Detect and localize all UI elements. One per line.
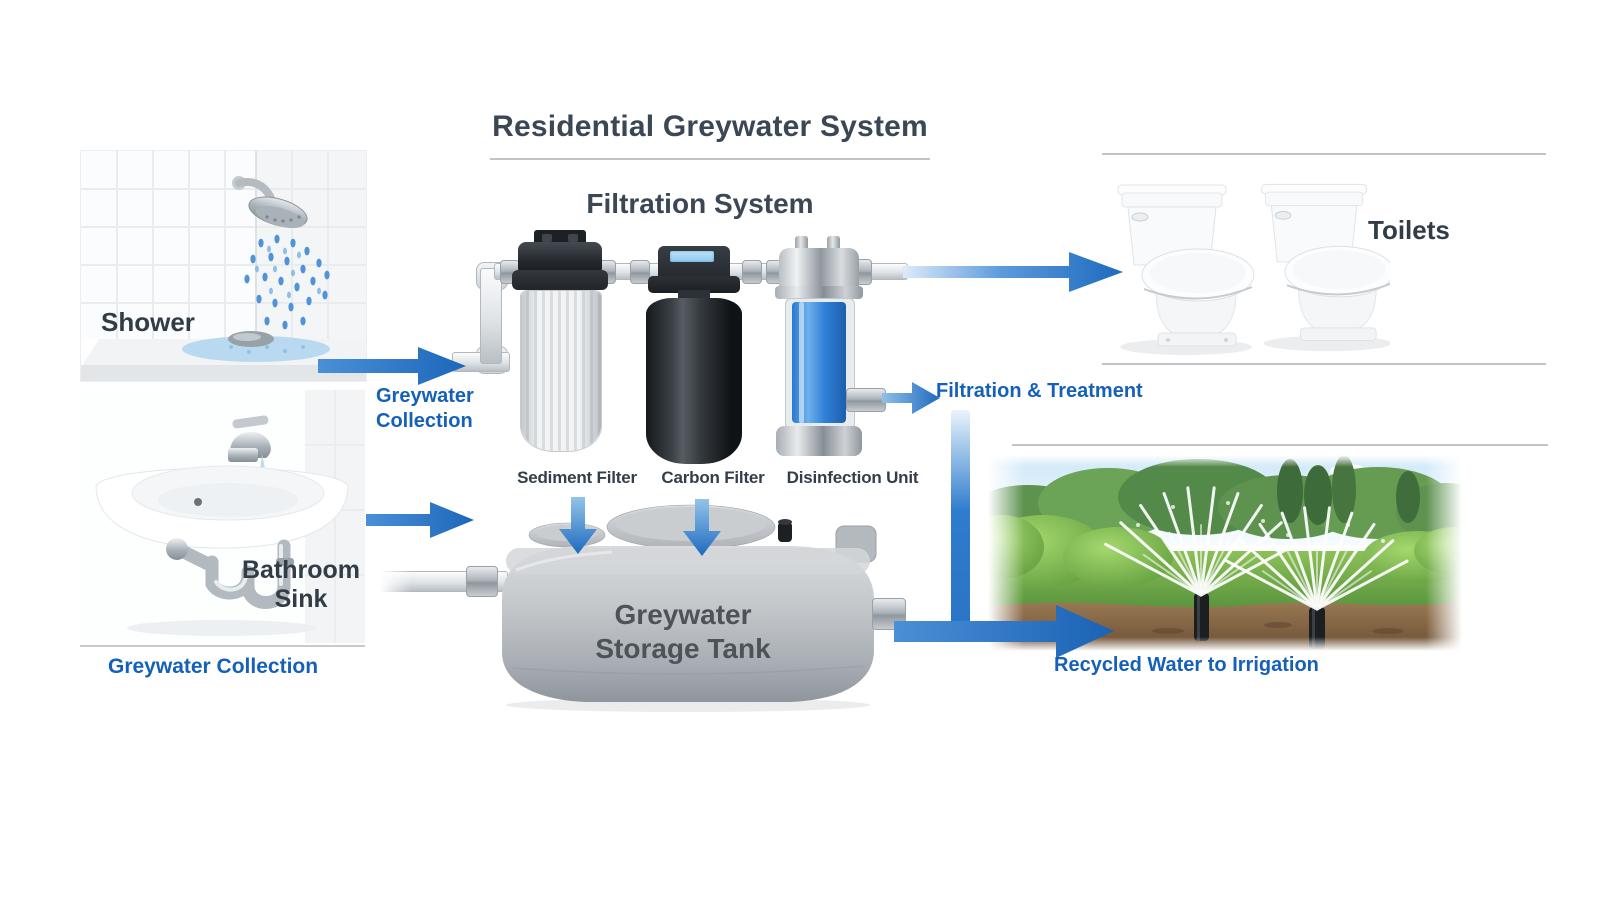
- sediment-filter-label: Sediment Filter: [517, 468, 637, 487]
- toilets-label: Toilets: [1368, 215, 1450, 245]
- filter-display: [670, 251, 714, 262]
- toilets-illustration: [1100, 163, 1395, 361]
- du-port: [827, 236, 840, 250]
- sediment-to-tank-arrow-icon: [559, 497, 597, 554]
- shower-label: Shower: [101, 307, 195, 337]
- sediment-filter-unit: [512, 230, 608, 464]
- carbon-filter-unit: [640, 246, 748, 468]
- filtration-treatment-arrow-icon: [882, 382, 940, 414]
- filter-cap-ring: [512, 270, 608, 290]
- disinfection-unit: [775, 236, 863, 464]
- du-port: [795, 236, 808, 250]
- greywater-collection-caption: Greywater Collection: [108, 655, 319, 678]
- pipe-coupling: [742, 260, 762, 284]
- title-divider: [490, 158, 930, 160]
- recycled-water-arrow-icon: [894, 605, 1114, 658]
- carbon-to-tank-arrow-icon: [683, 499, 721, 556]
- sediment-cartridge: [520, 290, 602, 452]
- recycled-water-label: Recycled Water to Irrigation: [1054, 654, 1319, 676]
- greywater-collection-flow-label: Greywater Collection: [376, 385, 474, 432]
- bathroom-sink-label: Bathroom Sink: [241, 556, 361, 613]
- toilets-bottom-divider: [1102, 363, 1546, 365]
- pipe-riser: [480, 268, 502, 364]
- sink-scene-icon: [80, 390, 365, 643]
- filter-head-base: [648, 276, 740, 293]
- tank-inlet-coupling: [466, 566, 498, 597]
- du-flange: [775, 286, 863, 299]
- carbon-tank-body: [646, 298, 742, 464]
- bathroom-sink-illustration: Bathroom Sink: [80, 390, 365, 647]
- irrigation-top-divider: [1012, 444, 1548, 446]
- filter-neck: [678, 290, 710, 300]
- du-glass-highlight: [799, 302, 804, 423]
- du-side-outlet: [846, 388, 886, 412]
- toilets-top-divider: [1102, 153, 1546, 155]
- du-cap: [779, 248, 859, 292]
- section-subtitle: Filtration System: [586, 188, 814, 219]
- tank-inlet-fade: [372, 568, 412, 594]
- treated-to-toilets-arrow-icon: [903, 252, 1123, 292]
- pipe-coupling: [630, 260, 650, 284]
- disinfection-unit-label: Disinfection Unit: [786, 468, 919, 487]
- carbon-filter-label: Carbon Filter: [661, 468, 765, 487]
- sink-flow-arrow-icon: [366, 502, 474, 538]
- du-base: [776, 426, 862, 456]
- shower-scene-icon: [81, 151, 366, 381]
- shower-illustration: Shower: [80, 150, 367, 382]
- treated-water-downpipe: [951, 410, 970, 635]
- filtration-treatment-label: Filtration & Treatment: [936, 380, 1143, 402]
- shower-flow-arrow-icon: [318, 347, 466, 385]
- storage-tank-illustration: [502, 504, 877, 712]
- toilets-scene-icon: [1117, 183, 1395, 355]
- storage-tank-label: Greywater Storage Tank: [595, 599, 771, 664]
- page-title: Residential Greywater System: [492, 110, 928, 143]
